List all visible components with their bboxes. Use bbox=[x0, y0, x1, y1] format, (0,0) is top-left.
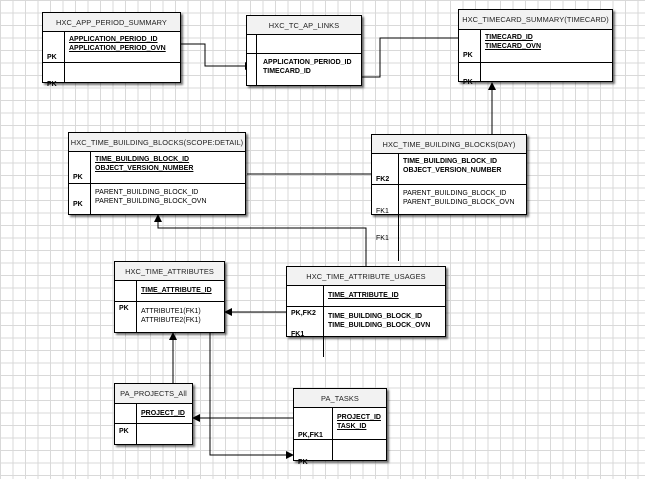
key-label: PK bbox=[119, 428, 129, 435]
key-label: FK1 bbox=[376, 208, 389, 215]
attr-column: PARENT_BUILDING_BLOCK_ID PARENT_BUILDING… bbox=[399, 185, 526, 261]
field-name: PROJECT_ID bbox=[337, 414, 381, 421]
attribute-name: PARENT_BUILDING_BLOCK_OVN bbox=[403, 199, 515, 206]
attribute-name: TIME_BUILDING_BLOCK_OVN bbox=[328, 322, 431, 329]
connector-usages-to-detail bbox=[154, 214, 367, 266]
attribute-name: PARENT_BUILDING_BLOCK_OVN bbox=[95, 198, 207, 205]
field-name: TIME_BUILDING_BLOCK_ID bbox=[403, 158, 498, 165]
key-label: PK,FK2 bbox=[291, 310, 316, 317]
key-label: PK bbox=[73, 174, 83, 181]
attr-column: TIME_BUILDING_BLOCK_ID TIME_BUILDING_BLO… bbox=[324, 307, 445, 357]
key-label: PK bbox=[463, 79, 473, 86]
attr-column bbox=[137, 424, 192, 444]
field-column: TIME_ATTRIBUTE_ID bbox=[324, 286, 445, 307]
entity-title: HXC_TC_AP_LINKS bbox=[247, 16, 361, 35]
key-label: FK1 bbox=[291, 331, 305, 338]
field-column: PROJECT_ID TASK_ID bbox=[333, 408, 386, 440]
field-name: TIME_BUILDING_BLOCK_ID bbox=[95, 156, 190, 163]
entity-tc-ap-links: HXC_TC_AP_LINKS APPLICATION_PERIOD_ID TI… bbox=[246, 15, 362, 86]
field-name: OBJECT_VERSION_NUMBER bbox=[95, 165, 194, 172]
key-label: PK bbox=[73, 201, 83, 208]
attr-key-column bbox=[294, 440, 333, 460]
field-name: TIMECARD_ID bbox=[263, 68, 311, 75]
field-name: OBJECT_VERSION_NUMBER bbox=[403, 167, 502, 174]
attr-column bbox=[481, 63, 612, 81]
field-name: APPLICATION_PERIOD_ID bbox=[263, 59, 352, 66]
attribute-name: TIME_BUILDING_BLOCK_ID bbox=[328, 313, 423, 320]
field-column: TIME_BUILDING_BLOCK_ID OBJECT_VERSION_NU… bbox=[399, 154, 526, 185]
key-label: PK bbox=[47, 54, 57, 61]
key-column: PK,FK2 bbox=[287, 286, 324, 317]
entity-title: HXC_APP_PERIOD_SUMMARY bbox=[43, 13, 180, 32]
entity-title: HXC_TIME_ATTRIBUTE_USAGES bbox=[287, 267, 445, 286]
key-label: FK1 bbox=[376, 235, 389, 242]
key-label: FK2 bbox=[376, 176, 390, 183]
field-name: TIME_ATTRIBUTE_ID bbox=[328, 292, 399, 299]
entity-title: HXC_TIME_ATTRIBUTES bbox=[115, 262, 224, 281]
key-column: PK,FK1 PK bbox=[294, 408, 333, 466]
field-name: TIME_ATTRIBUTE_ID bbox=[141, 287, 212, 294]
attribute-name: PARENT_BUILDING_BLOCK_ID bbox=[95, 189, 199, 196]
key-label: PK bbox=[463, 52, 473, 59]
attr-column bbox=[333, 440, 386, 460]
entity-title: HXC_TIMECARD_SUMMARY(TIMECARD) bbox=[459, 10, 612, 30]
attr-key-column bbox=[43, 63, 65, 82]
attr-column bbox=[65, 63, 180, 82]
entity-app-period-summary: HXC_APP_PERIOD_SUMMARY PK PK APPLICATION… bbox=[42, 12, 181, 88]
entity-timecard-summary: HXC_TIMECARD_SUMMARY(TIMECARD) PK PK TIM… bbox=[458, 9, 613, 86]
attr-column: PARENT_BUILDING_BLOCK_ID PARENT_BUILDING… bbox=[91, 184, 245, 214]
connector-attributes-to-tasks bbox=[209, 333, 294, 459]
key-column: PK PK bbox=[43, 32, 65, 88]
attribute-name: ATTRIBUTE1(FK1) bbox=[141, 308, 201, 315]
key-column: PK bbox=[115, 281, 137, 312]
entity-title: PA_PROJECTS_All bbox=[115, 384, 192, 404]
entity-tbb-day: HXC_TIME_BUILDING_BLOCKS(DAY) FK2 TIME_B… bbox=[371, 134, 527, 261]
key-label: PK bbox=[119, 305, 129, 312]
connector-app-period-to-links bbox=[181, 43, 253, 70]
field-column: TIME_ATTRIBUTE_ID bbox=[137, 281, 224, 302]
field-name: TIMECARD_ID bbox=[485, 34, 533, 41]
entity-pa-tasks: PA_TASKS PK,FK1 PK PROJECT_ID TASK_ID bbox=[293, 388, 387, 466]
attr-column: ATTRIBUTE1(FK1) ATTRIBUTE2(FK1) bbox=[137, 302, 224, 332]
key-column: PK PK bbox=[459, 30, 481, 86]
attr-key-column bbox=[459, 63, 481, 81]
key-column: PK PK bbox=[69, 152, 91, 208]
key-label: PK bbox=[298, 459, 308, 466]
attr-key-column: FK1 bbox=[287, 307, 324, 357]
entity-time-attributes: HXC_TIME_ATTRIBUTES PK TIME_ATTRIBUTE_ID… bbox=[114, 261, 225, 333]
entity-title: HXC_TIME_BUILDING_BLOCKS(DAY) bbox=[372, 135, 526, 154]
entity-time-attribute-usages: HXC_TIME_ATTRIBUTE_USAGES PK,FK2 TIME_AT… bbox=[286, 266, 446, 357]
key-column: FK2 bbox=[372, 154, 399, 185]
field-name: TASK_ID bbox=[337, 423, 367, 430]
field-name: PROJECT_ID bbox=[141, 410, 185, 417]
attribute-name: PARENT_BUILDING_BLOCK_ID bbox=[403, 190, 507, 197]
attr-key-column: FK1 FK1 bbox=[372, 185, 399, 261]
entity-title: HXC_TIME_BUILDING_BLOCKS(SCOPE:DETAIL) bbox=[69, 133, 245, 152]
entity-pa-projects: PA_PROJECTS_All PK PROJECT_ID bbox=[114, 383, 193, 445]
attr-column: APPLICATION_PERIOD_ID TIMECARD_ID bbox=[257, 54, 361, 85]
field-name: APPLICATION_PERIOD_ID bbox=[69, 36, 158, 43]
field-column: TIME_BUILDING_BLOCK_ID OBJECT_VERSION_NU… bbox=[91, 152, 245, 184]
attr-key-column bbox=[115, 302, 137, 332]
field-name: TIMECARD_OVN bbox=[485, 43, 542, 50]
field-column bbox=[257, 35, 361, 54]
key-label: PK,FK1 bbox=[298, 432, 323, 439]
key-column bbox=[247, 35, 257, 54]
attr-key-column bbox=[115, 424, 137, 444]
attr-key-column bbox=[247, 54, 257, 85]
key-label: PK bbox=[47, 81, 57, 88]
key-column: PK bbox=[115, 404, 137, 435]
field-column: TIMECARD_ID TIMECARD_OVN bbox=[481, 30, 612, 63]
attr-key-column bbox=[69, 184, 91, 214]
field-name: APPLICATION_PERIOD_OVN bbox=[69, 45, 166, 52]
attribute-name: ATTRIBUTE2(FK1) bbox=[141, 317, 201, 324]
entity-title: PA_TASKS bbox=[294, 389, 386, 408]
field-column: PROJECT_ID bbox=[137, 404, 192, 424]
entity-tbb-detail: HXC_TIME_BUILDING_BLOCKS(SCOPE:DETAIL) P… bbox=[68, 132, 246, 215]
field-column: APPLICATION_PERIOD_ID APPLICATION_PERIOD… bbox=[65, 32, 180, 63]
